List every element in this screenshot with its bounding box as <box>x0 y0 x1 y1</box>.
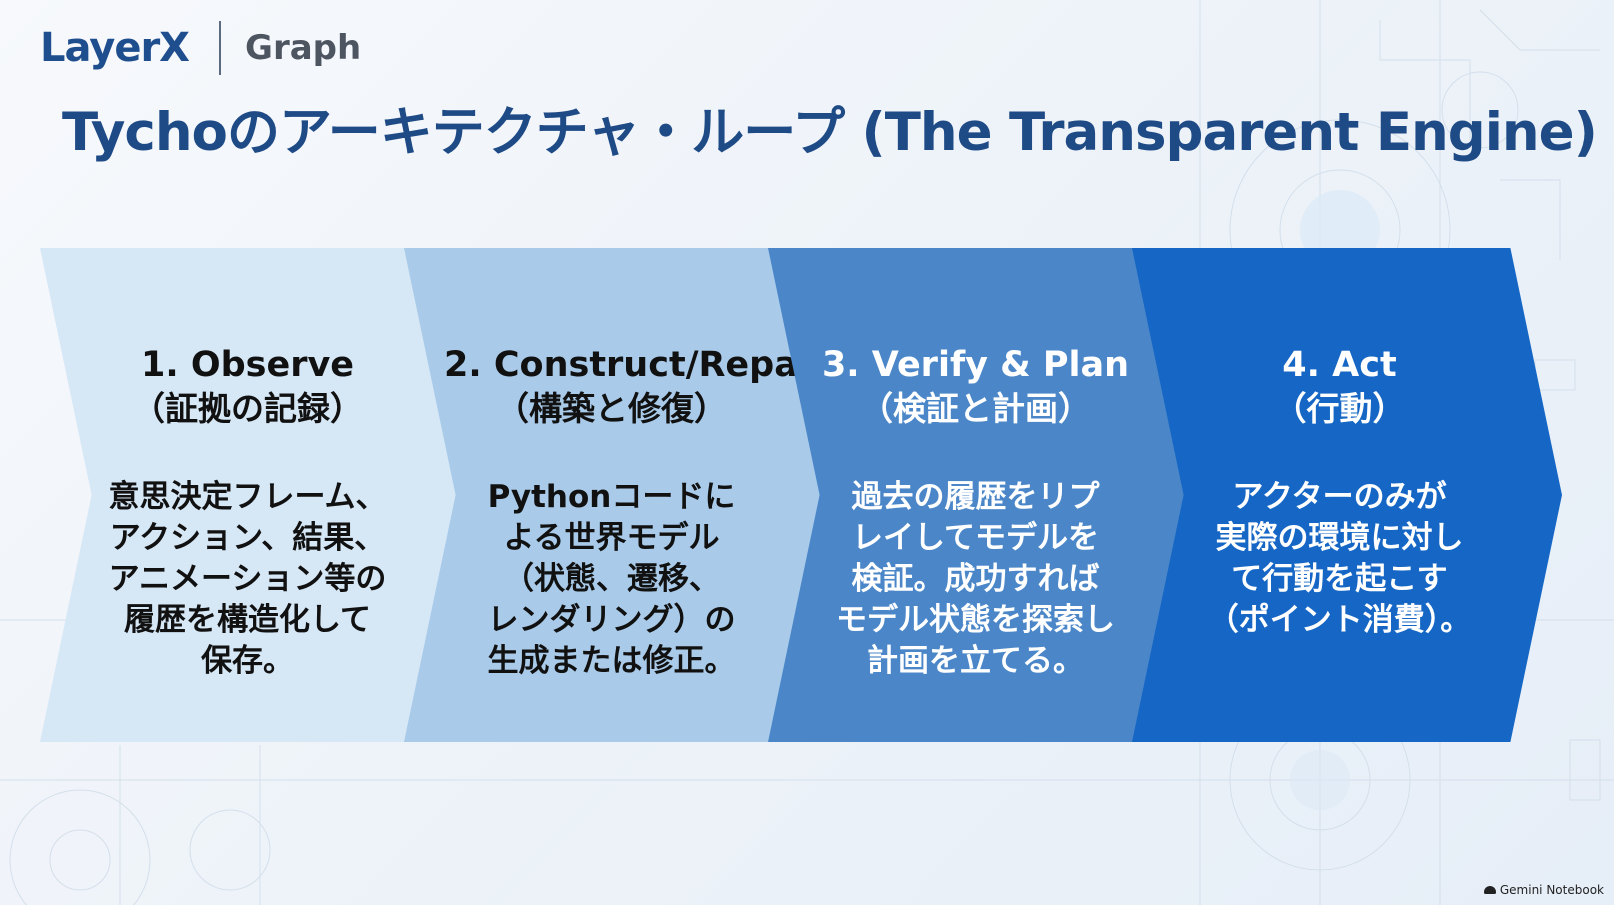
description-line: て行動を起こす <box>1231 561 1448 597</box>
step-subtitle: （構築と修復） <box>496 389 727 428</box>
step-description: Pythonコードに よる世界モデル （状態、遷移、 レンダリング）の 生成また… <box>444 477 779 682</box>
description-line: レンダリング）の <box>487 602 736 638</box>
description-line: （ポイント消費）。 <box>1207 602 1472 638</box>
step-construct-repair: 2. Construct/Repair （構築と修復） Pythonコードに よ… <box>404 248 834 742</box>
step-subtitle: （検証と計画） <box>860 389 1091 428</box>
description-line: よる世界モデル <box>503 520 720 556</box>
step-title: 1. Observe <box>140 345 355 385</box>
notebook-icon <box>1483 886 1496 894</box>
description-line: 生成または修正。 <box>487 643 736 679</box>
description-line: アニメーション等の <box>108 561 387 597</box>
description-line: 過去の履歴をリプ <box>851 479 1100 515</box>
step-observe: 1. Observe （証拠の記録） 意思決定フレーム、 アクション、結果、 ア… <box>40 248 470 742</box>
description-line: 計画を立てる。 <box>867 643 1084 679</box>
description-line: （状態、遷移、 <box>503 561 720 597</box>
description-line: Pythonコードに <box>487 479 736 515</box>
step-subtitle: （証拠の記録） <box>132 389 363 428</box>
header-divider <box>219 21 222 75</box>
step-subtitle: （行動） <box>1273 389 1406 428</box>
description-line: アクション、結果、 <box>109 520 386 556</box>
description-line: 意思決定フレーム、 <box>108 479 387 515</box>
watermark-text: Gemini Notebook <box>1499 883 1604 897</box>
step-text: 2. Construct/Repair （構築と修復） Pythonコードに よ… <box>444 343 828 682</box>
step-text: 3. Verify & Plan （検証と計画） 過去の履歴をリプ レイしてモデ… <box>808 343 1143 682</box>
step-title: 2. Construct/Repair <box>444 345 828 385</box>
step-verify-plan: 3. Verify & Plan （検証と計画） 過去の履歴をリプ レイしてモデ… <box>768 248 1198 742</box>
slide-title: Tychoのアーキテクチャ・ループ (The Transparent Engin… <box>62 102 1598 163</box>
step-text: 4. Act （行動） アクターのみが 実際の環境に対し て行動を起こす （ポイ… <box>1172 343 1507 641</box>
layerx-logo: LayerX <box>40 25 190 71</box>
step-text: 1. Observe （証拠の記録） 意思決定フレーム、 アクション、結果、 ア… <box>80 343 415 682</box>
description-line: レイしてモデルを <box>851 520 1100 556</box>
description-line: 履歴を構造化して <box>123 602 372 638</box>
step-description: アクターのみが 実際の環境に対し て行動を起こす （ポイント消費）。 <box>1172 477 1507 641</box>
header: LayerX Graph <box>40 18 361 78</box>
step-title: 3. Verify & Plan <box>821 345 1130 385</box>
step-description: 意思決定フレーム、 アクション、結果、 アニメーション等の 履歴を構造化して 保… <box>80 477 415 682</box>
description-line: 実際の環境に対し <box>1215 520 1464 556</box>
description-line: アクターのみが <box>1232 479 1447 515</box>
description-line: 検証。成功すれば <box>851 561 1100 597</box>
description-line: モデル状態を探索し <box>836 602 1115 638</box>
step-description: 過去の履歴をリプ レイしてモデルを 検証。成功すれば モデル状態を探索し 計画を… <box>808 477 1143 682</box>
step-act: 4. Act （行動） アクターのみが 実際の環境に対し て行動を起こす （ポイ… <box>1132 248 1562 742</box>
step-title: 4. Act <box>1282 345 1397 385</box>
product-name: Graph <box>245 28 362 68</box>
gemini-notebook-watermark: Gemini Notebook <box>1483 883 1604 897</box>
description-line: 保存。 <box>201 643 294 679</box>
